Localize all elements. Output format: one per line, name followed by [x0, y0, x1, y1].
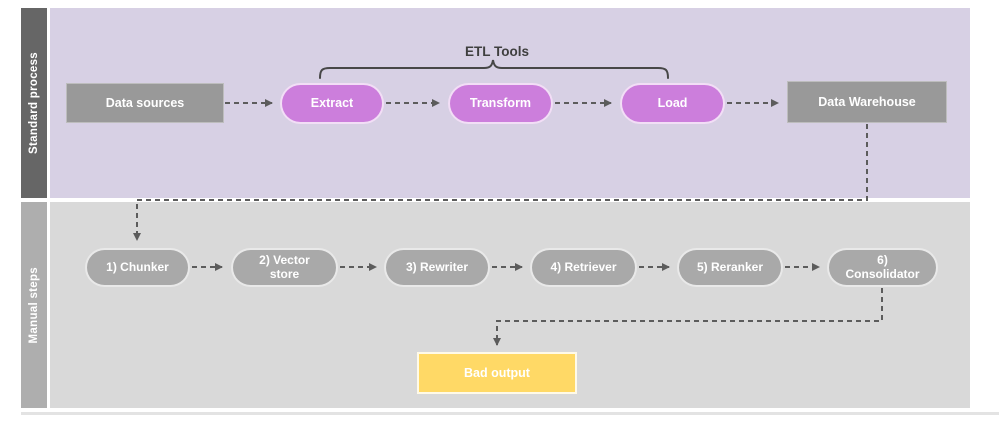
node-transform-label: Transform — [469, 96, 532, 111]
node-load-label: Load — [657, 96, 688, 111]
node-consolidator: 6) Consolidator — [827, 248, 938, 287]
node-rewriter-label: 3) Rewriter — [405, 259, 469, 274]
node-transform: Transform — [448, 83, 553, 124]
node-retriever-label: 4) Retriever — [550, 259, 617, 274]
lane-standard-process-label: Standard process — [28, 52, 40, 154]
node-load: Load — [620, 83, 725, 124]
node-extract: Extract — [280, 83, 384, 124]
node-data-warehouse: Data Warehouse — [787, 81, 947, 123]
node-retriever: 4) Retriever — [530, 248, 637, 287]
node-reranker: 5) Reranker — [677, 248, 783, 287]
lane-manual-steps-bar: Manual steps — [21, 202, 47, 408]
node-reranker-label: 5) Reranker — [696, 259, 764, 274]
node-bad-output: Bad output — [417, 352, 577, 394]
lane-standard-process-bar: Standard process — [21, 8, 47, 198]
node-vector-store-label: 2) Vector store — [259, 252, 310, 281]
diagram-bottom-rule — [21, 412, 999, 415]
node-bad-output-label: Bad output — [464, 365, 530, 380]
node-chunker: 1) Chunker — [85, 248, 190, 287]
node-data-sources-label: Data sources — [105, 95, 185, 110]
lane-manual-steps-label: Manual steps — [28, 266, 40, 344]
node-chunker-label: 1) Chunker — [106, 259, 169, 274]
etl-tools-label: ETL Tools — [465, 44, 529, 59]
node-rewriter: 3) Rewriter — [384, 248, 490, 287]
node-consolidator-label: 6) Consolidator — [845, 252, 920, 281]
node-data-sources: Data sources — [66, 83, 224, 123]
node-data-warehouse-label: Data Warehouse — [818, 94, 916, 109]
node-vector-store: 2) Vector store — [231, 248, 338, 287]
node-extract-label: Extract — [310, 96, 354, 111]
